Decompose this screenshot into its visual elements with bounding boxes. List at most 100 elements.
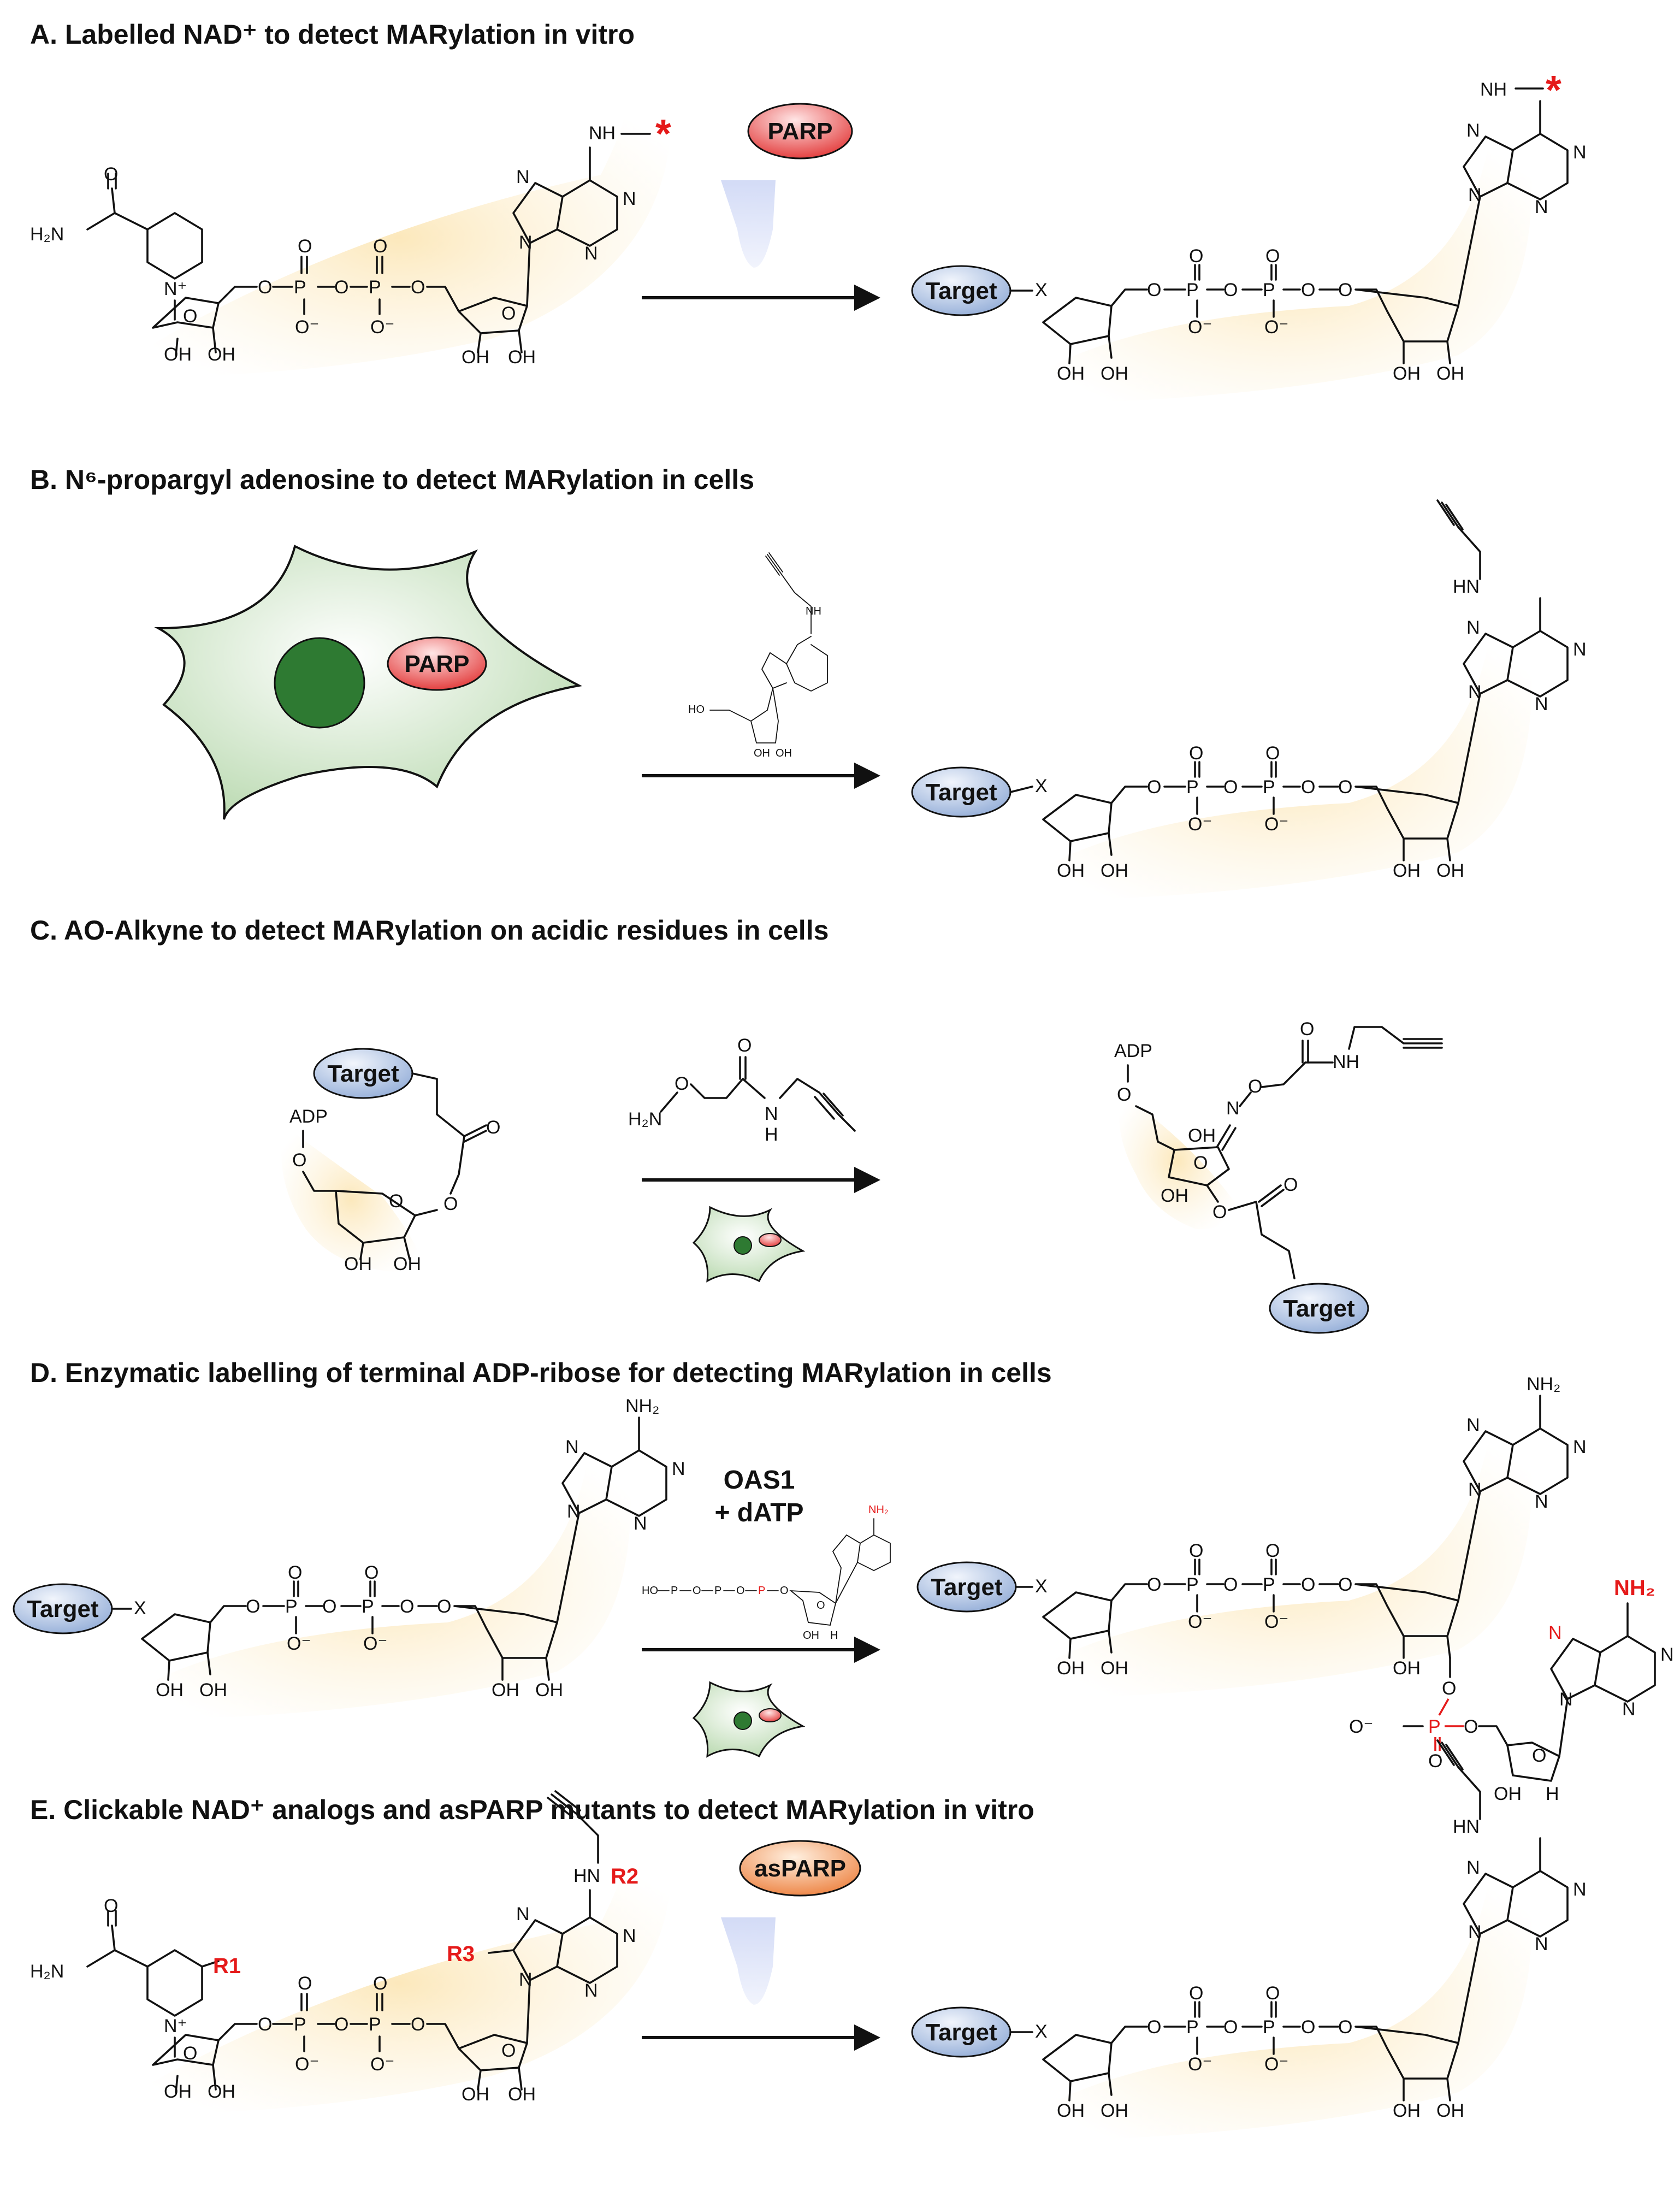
svg-text:N: N xyxy=(516,167,530,187)
svg-text:OH: OH xyxy=(803,1630,819,1642)
svg-text:OH: OH xyxy=(1393,860,1421,881)
svg-text:O⁻: O⁻ xyxy=(1264,814,1288,835)
amide-o: O xyxy=(104,164,118,185)
svg-text:O: O xyxy=(1223,1574,1238,1595)
svg-text:X: X xyxy=(1035,1576,1048,1597)
svg-text:O: O xyxy=(1301,1574,1315,1595)
svg-text:OAS1: OAS1 xyxy=(724,1466,795,1495)
svg-text:O: O xyxy=(1223,2017,1238,2038)
svg-text:N: N xyxy=(623,1926,636,1946)
svg-text:OH: OH xyxy=(492,1680,519,1701)
svg-text:P: P xyxy=(285,1596,298,1617)
svg-text:N: N xyxy=(584,243,598,264)
svg-text:N: N xyxy=(1535,694,1548,715)
svg-text:O: O xyxy=(246,1596,260,1617)
svg-text:P: P xyxy=(294,2014,306,2035)
svg-text:ADP: ADP xyxy=(1114,1041,1152,1061)
svg-text:N: N xyxy=(1548,1622,1562,1643)
svg-text:O: O xyxy=(334,277,348,298)
svg-text:O: O xyxy=(1193,1153,1208,1173)
svg-text:N: N xyxy=(1559,1689,1573,1710)
product-a: Target X O P O P O O O O O⁻ O⁻ OH OH OH … xyxy=(911,67,1587,405)
svg-text:OH: OH xyxy=(344,1254,372,1274)
svg-text:N: N xyxy=(765,1103,778,1124)
svg-text:N: N xyxy=(1468,682,1482,703)
nad-structure: O H₂N N⁺ OH OH O O P O O⁻ O P O O⁻ xyxy=(30,98,672,377)
svg-text:N: N xyxy=(1468,1922,1482,1943)
svg-text:O: O xyxy=(1248,1076,1262,1097)
svg-text:O⁻: O⁻ xyxy=(1264,317,1288,338)
svg-text:X: X xyxy=(1035,2021,1048,2042)
svg-text:OH: OH xyxy=(508,2084,536,2105)
panel-c: Target O O ADP O O OH OH H₂N O O N xyxy=(281,1019,1443,1334)
svg-text:O: O xyxy=(334,2014,348,2035)
svg-text:OH: OH xyxy=(1161,1185,1188,1206)
svg-text:O: O xyxy=(675,1073,689,1094)
svg-text:Target: Target xyxy=(327,1060,399,1087)
svg-text:O⁻: O⁻ xyxy=(295,2054,319,2075)
ao-alkyne-reagent: H₂N O O N H xyxy=(628,1035,856,1145)
svg-text:O: O xyxy=(411,277,425,298)
svg-text:O: O xyxy=(780,1585,789,1597)
svg-text:OH: OH xyxy=(535,1680,563,1701)
svg-text:HN: HN xyxy=(573,1866,600,1886)
panel-e: O H₂N R1 N⁺ OH OH O O P O O⁻ O P O xyxy=(30,1739,1587,2142)
svg-text:N: N xyxy=(1660,1644,1674,1665)
svg-text:O: O xyxy=(258,2014,272,2035)
svg-text:OH: OH xyxy=(1057,1658,1085,1679)
svg-text:O⁻: O⁻ xyxy=(287,1633,311,1654)
panel-e-title: E. Clickable NAD⁺ analogs and asPARP mut… xyxy=(30,1794,1034,1825)
svg-text:N: N xyxy=(567,1501,581,1522)
oxime-product: ADP O N O O NH OH OH O O O Ta xyxy=(1114,1019,1443,1334)
svg-text:O: O xyxy=(1147,280,1161,300)
svg-text:N: N xyxy=(672,1459,685,1479)
svg-text:O: O xyxy=(1301,280,1315,300)
cell-icon-d xyxy=(692,1681,806,1758)
svg-text:O: O xyxy=(1283,1174,1298,1195)
svg-text:P: P xyxy=(1428,1716,1441,1737)
svg-text:ADP: ADP xyxy=(289,1106,328,1127)
svg-text:N: N xyxy=(1573,639,1587,660)
svg-text:*: * xyxy=(1546,67,1561,113)
svg-text:O: O xyxy=(1338,280,1352,300)
product-b: Target X O P O P O O O O O⁻ O⁻ OH OH OH … xyxy=(911,499,1587,902)
svg-text:N: N xyxy=(1466,617,1480,638)
svg-text:H: H xyxy=(830,1630,838,1642)
svg-text:OH: OH xyxy=(776,747,792,759)
svg-text:O: O xyxy=(1189,743,1203,764)
svg-text:O: O xyxy=(1117,1084,1131,1105)
asparp-enzyme: asPARP xyxy=(721,1840,861,2005)
svg-text:O: O xyxy=(411,2014,425,2035)
svg-text:P: P xyxy=(369,277,381,298)
svg-text:N: N xyxy=(1573,142,1587,163)
svg-text:NH: NH xyxy=(806,605,821,617)
svg-text:OH: OH xyxy=(1057,860,1085,881)
svg-text:OH: OH xyxy=(508,347,536,368)
svg-text:P: P xyxy=(1186,2017,1199,2038)
svg-text:O: O xyxy=(258,277,272,298)
svg-text:O: O xyxy=(1189,1983,1203,2004)
svg-text:HN: HN xyxy=(1453,576,1480,597)
svg-text:NH₂: NH₂ xyxy=(868,1504,889,1516)
svg-text:OH: OH xyxy=(1057,2100,1085,2121)
svg-text:X: X xyxy=(1035,776,1048,796)
svg-text:O⁻: O⁻ xyxy=(1188,317,1212,338)
svg-text:P: P xyxy=(1263,280,1275,300)
svg-text:X: X xyxy=(1035,280,1048,300)
svg-text:N: N xyxy=(1622,1699,1636,1720)
svg-text:Target: Target xyxy=(925,779,997,806)
svg-text:H: H xyxy=(1546,1784,1559,1804)
svg-text:O: O xyxy=(1223,280,1238,300)
adp-ribose-substrate: Target X O P O P O O O O O⁻ O⁻ OH OH OH … xyxy=(13,1396,685,1722)
svg-text:O: O xyxy=(288,1562,302,1583)
svg-text:N: N xyxy=(1466,1415,1480,1436)
svg-text:N: N xyxy=(1535,1934,1548,1955)
svg-text:O: O xyxy=(736,1585,745,1597)
svg-text:O: O xyxy=(1532,1745,1546,1766)
svg-text:HO: HO xyxy=(642,1585,658,1597)
svg-text:O: O xyxy=(183,306,197,327)
svg-text:N: N xyxy=(1535,197,1548,217)
svg-text:P: P xyxy=(758,1585,765,1597)
svg-text:O: O xyxy=(1301,2017,1315,2038)
